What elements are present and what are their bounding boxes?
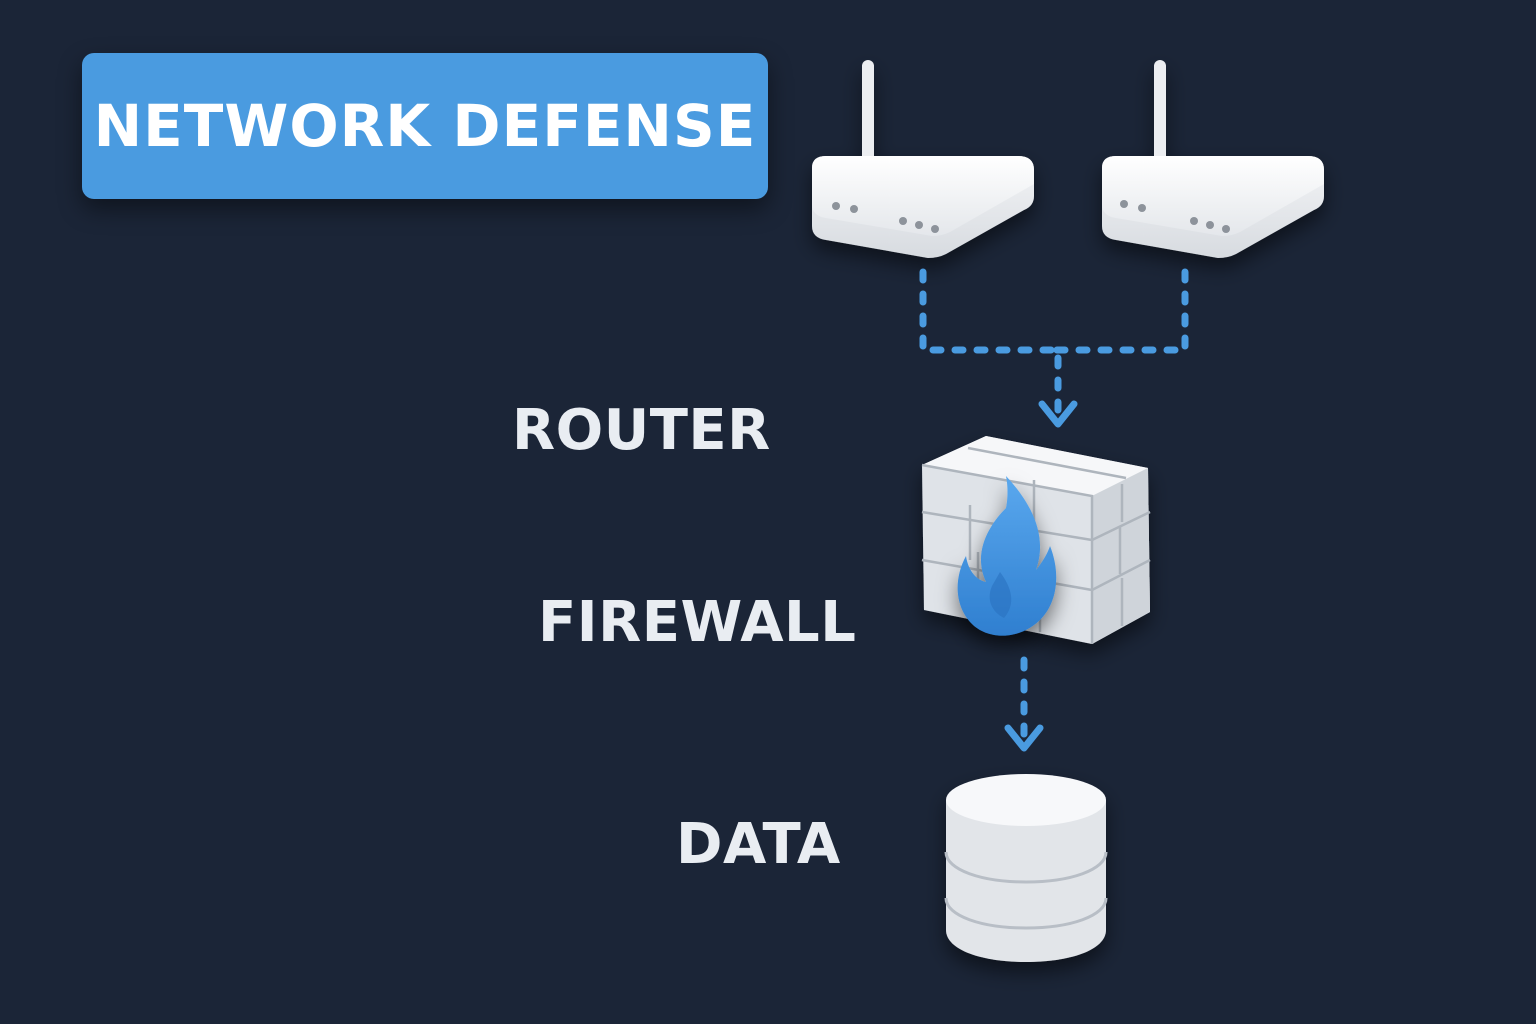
arrow-down-icon — [1004, 724, 1044, 752]
router-icon — [812, 60, 1034, 258]
data-label: DATA — [676, 812, 841, 877]
title-banner: NETWORK DEFENSE — [82, 53, 768, 199]
firewall-label: FIREWALL — [538, 590, 857, 655]
router-label: ROUTER — [512, 398, 771, 463]
router-icon — [1102, 60, 1324, 258]
page-title: NETWORK DEFENSE — [93, 92, 757, 160]
arrow-down-icon — [1038, 400, 1078, 428]
router-connector — [919, 268, 1189, 422]
database-icon — [944, 774, 1108, 962]
flame-icon — [957, 476, 1057, 636]
